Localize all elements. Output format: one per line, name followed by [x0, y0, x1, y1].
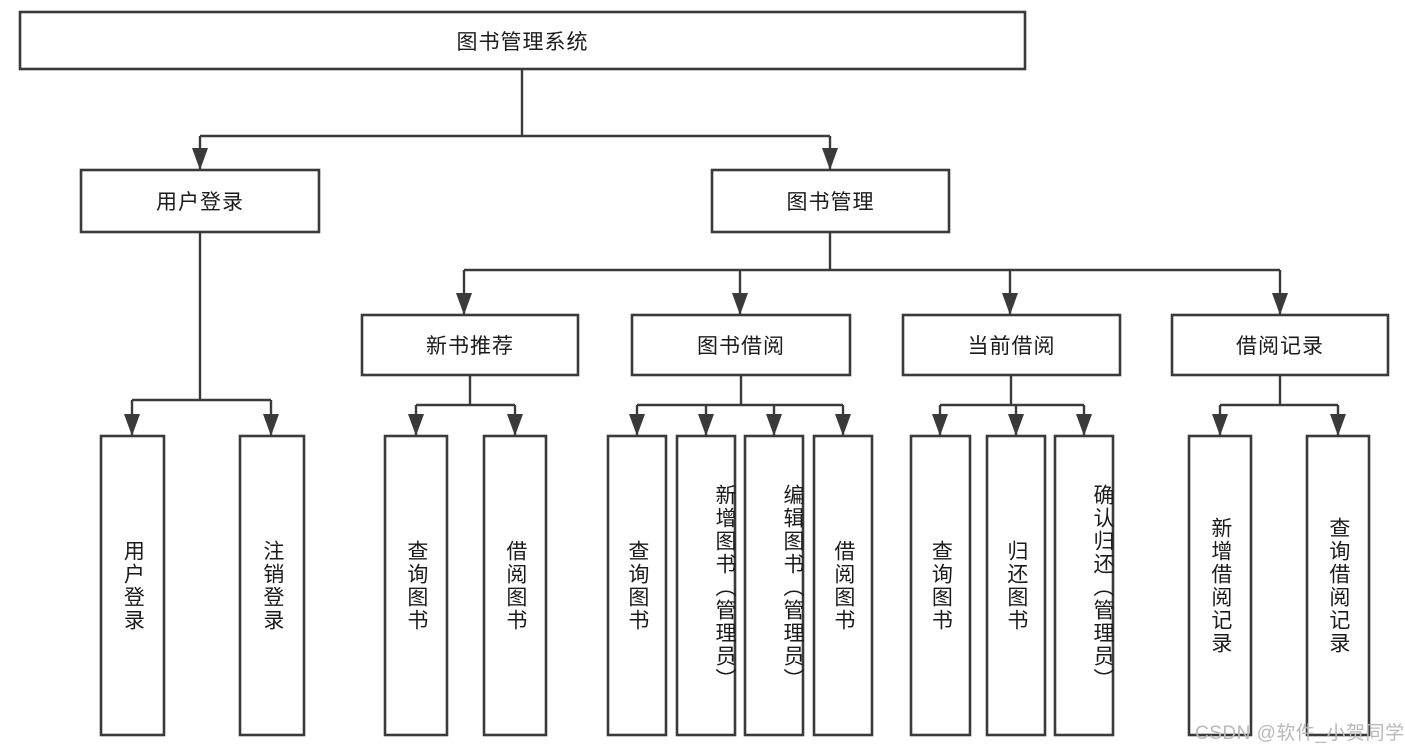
arrow-head-icon — [698, 414, 714, 436]
node-level2-2[interactable] — [901, 313, 1122, 377]
node-leaf-12[interactable] — [1305, 434, 1371, 737]
arrow-head-icon — [1076, 414, 1092, 436]
arrow-head-icon — [1330, 414, 1346, 436]
arrow-head-icon — [1002, 293, 1018, 315]
arrow-head-icon — [456, 293, 472, 315]
node-leaf-1[interactable] — [238, 434, 306, 737]
arrow-head-icon — [1212, 414, 1228, 436]
node-leaf-9[interactable] — [985, 434, 1047, 737]
arrow-head-icon — [263, 414, 279, 436]
arrow-head-icon — [1272, 293, 1288, 315]
boxes-layer — [18, 10, 1390, 737]
arrow-head-icon — [932, 414, 948, 436]
node-leaf-11[interactable] — [1187, 434, 1253, 737]
node-leaf-6[interactable] — [743, 434, 805, 737]
node-level1-0[interactable] — [79, 168, 321, 234]
csdn-watermark: CSDN @软件_小贺同学 — [1195, 723, 1405, 744]
arrow-head-icon — [192, 148, 208, 170]
node-leaf-8[interactable] — [909, 434, 972, 737]
connectors-layer — [124, 69, 1346, 436]
arrow-head-icon — [822, 148, 838, 170]
node-leaf-0[interactable] — [99, 434, 166, 737]
node-root-system[interactable] — [18, 10, 1027, 71]
node-leaf-3[interactable] — [482, 434, 548, 737]
arrow-head-icon — [766, 414, 782, 436]
arrow-head-icon — [507, 414, 523, 436]
node-leaf-7[interactable] — [812, 434, 874, 737]
node-level2-1[interactable] — [630, 313, 852, 377]
arrow-head-icon — [629, 414, 645, 436]
arrow-head-icon — [835, 414, 851, 436]
arrow-head-icon — [124, 414, 140, 436]
arrow-head-icon — [1008, 414, 1024, 436]
node-leaf-4[interactable] — [606, 434, 668, 737]
node-leaf-5[interactable] — [675, 434, 737, 737]
node-level2-0[interactable] — [360, 313, 580, 377]
arrow-head-icon — [408, 414, 424, 436]
node-level2-3[interactable] — [1170, 313, 1390, 377]
node-level1-1[interactable] — [710, 168, 951, 234]
node-leaf-10[interactable] — [1053, 434, 1115, 737]
arrow-head-icon — [732, 293, 748, 315]
node-leaf-2[interactable] — [383, 434, 449, 737]
